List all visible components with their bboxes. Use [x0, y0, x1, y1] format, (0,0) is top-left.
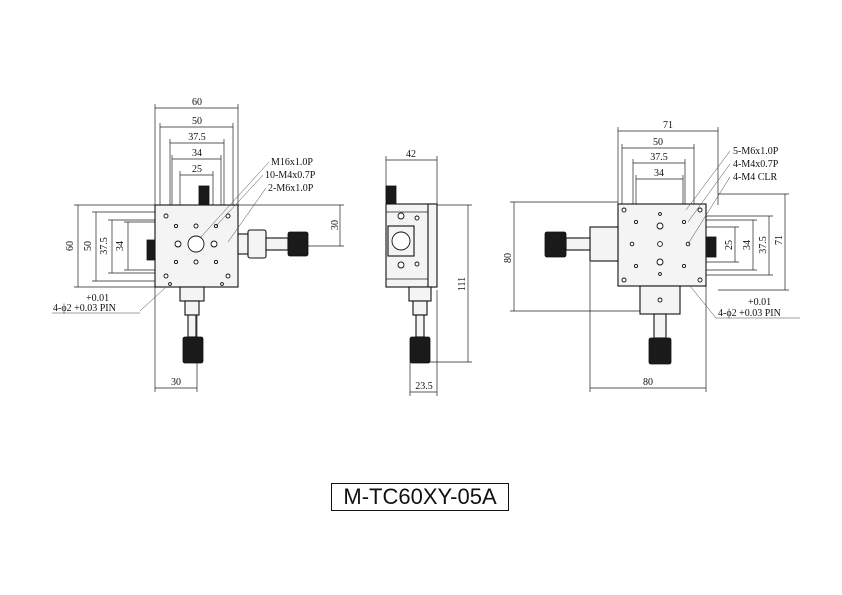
micrometer-y-thimble — [182, 336, 204, 364]
dim-top-37-5: 37.5 — [188, 132, 206, 143]
lock-screw-left — [146, 239, 156, 261]
dim-left-37-5: 37.5 — [99, 237, 110, 255]
micrometer-y-barrel — [653, 313, 667, 339]
note-m6: 2-M6x1.0P — [268, 183, 314, 194]
pin-tolerance: +0.01 — [748, 297, 771, 308]
side-micrometer-barrel — [415, 314, 425, 338]
micrometer-y-mount — [179, 286, 205, 302]
note-m16: M16x1.0P — [271, 157, 313, 168]
center-hole-m16 — [187, 235, 205, 253]
dim-bottom-80: 80 — [643, 377, 653, 388]
dim-left-60: 60 — [65, 241, 76, 251]
micrometer-y-thimble — [648, 337, 672, 365]
dim-right-71: 71 — [774, 235, 785, 245]
dim-right-34: 34 — [742, 240, 753, 250]
micrometer-x-mount — [589, 226, 619, 262]
model-number-label: M-TC60XY-05A — [331, 483, 509, 511]
dim-top-60: 60 — [192, 97, 202, 108]
dim-top-42: 42 — [406, 149, 416, 160]
note-m4: 4-M4x0.7P — [733, 159, 779, 170]
side-rail — [427, 203, 438, 288]
dim-top-50: 50 — [653, 137, 663, 148]
dim-right-37-5: 37.5 — [758, 236, 769, 254]
dim-top-34: 34 — [192, 148, 202, 159]
micrometer-y-barrel — [187, 314, 197, 338]
note-m4-clr: 4-M4 CLR — [733, 172, 778, 183]
side-micrometer-thimble — [409, 336, 431, 364]
side-micrometer-sleeve — [412, 300, 428, 316]
mounting-holes — [621, 207, 703, 283]
dim-top-34: 34 — [654, 168, 664, 179]
side-lock-screw — [385, 185, 397, 205]
dim-top-25: 25 — [192, 164, 202, 175]
micrometer-x-sleeve — [247, 229, 267, 259]
micrometer-x-thimble — [544, 231, 567, 258]
micrometer-x-barrel — [265, 237, 289, 251]
micrometer-y-sleeve — [184, 300, 200, 316]
pin-tolerance: +0.01 — [86, 293, 109, 304]
dim-top-71: 71 — [663, 120, 673, 131]
side-micrometer-mount — [408, 286, 432, 302]
dim-right-30: 30 — [330, 220, 341, 230]
dim-top-37-5: 37.5 — [650, 152, 668, 163]
micrometer-x-barrel — [565, 237, 591, 251]
dim-left-80: 80 — [503, 253, 514, 263]
dim-right-25: 25 — [724, 240, 735, 250]
side-bore — [391, 231, 411, 251]
note-m6: 5-M6x1.0P — [733, 146, 779, 157]
note-m4: 10-M4x0.7P — [265, 170, 316, 181]
pin-label: 4-ϕ2 +0.03 PIN — [53, 303, 116, 314]
lock-screw-top — [198, 185, 210, 206]
dim-right-111: 111 — [457, 277, 468, 291]
pin-label: 4-ϕ2 +0.03 PIN — [718, 308, 781, 319]
dim-bottom-30: 30 — [171, 377, 181, 388]
lock-screw-right — [705, 236, 717, 258]
dim-top-50: 50 — [192, 116, 202, 127]
left-view: 60 50 37.5 34 25 60 50 37.5 34 30 30 — [52, 97, 344, 392]
micrometer-x-mount — [237, 233, 249, 255]
dim-left-34: 34 — [115, 241, 126, 251]
micrometer-x-thimble — [287, 231, 309, 257]
side-view: 42 111 23.5 — [385, 149, 472, 396]
right-view: 71 50 37.5 34 25 34 37.5 71 80 80 — [503, 120, 800, 392]
dim-bottom-23-5: 23.5 — [415, 381, 433, 392]
dim-left-50: 50 — [83, 241, 94, 251]
